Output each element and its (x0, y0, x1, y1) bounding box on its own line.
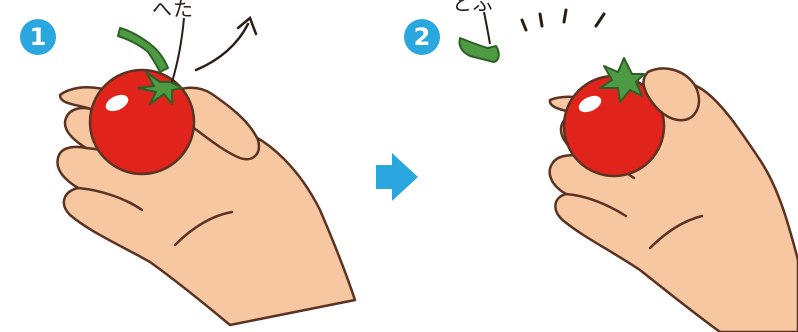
motion-dashes-icon (522, 10, 604, 30)
stem-icon-step-1 (118, 28, 168, 72)
label-pointer-step-1 (172, 18, 184, 82)
motion-curve-icon (196, 18, 256, 70)
right-arrow-icon (376, 153, 418, 201)
label-pointer-step-2 (484, 12, 490, 44)
stem-icon-step-2 (459, 38, 498, 62)
tomato-icon-step-1 (90, 70, 194, 174)
